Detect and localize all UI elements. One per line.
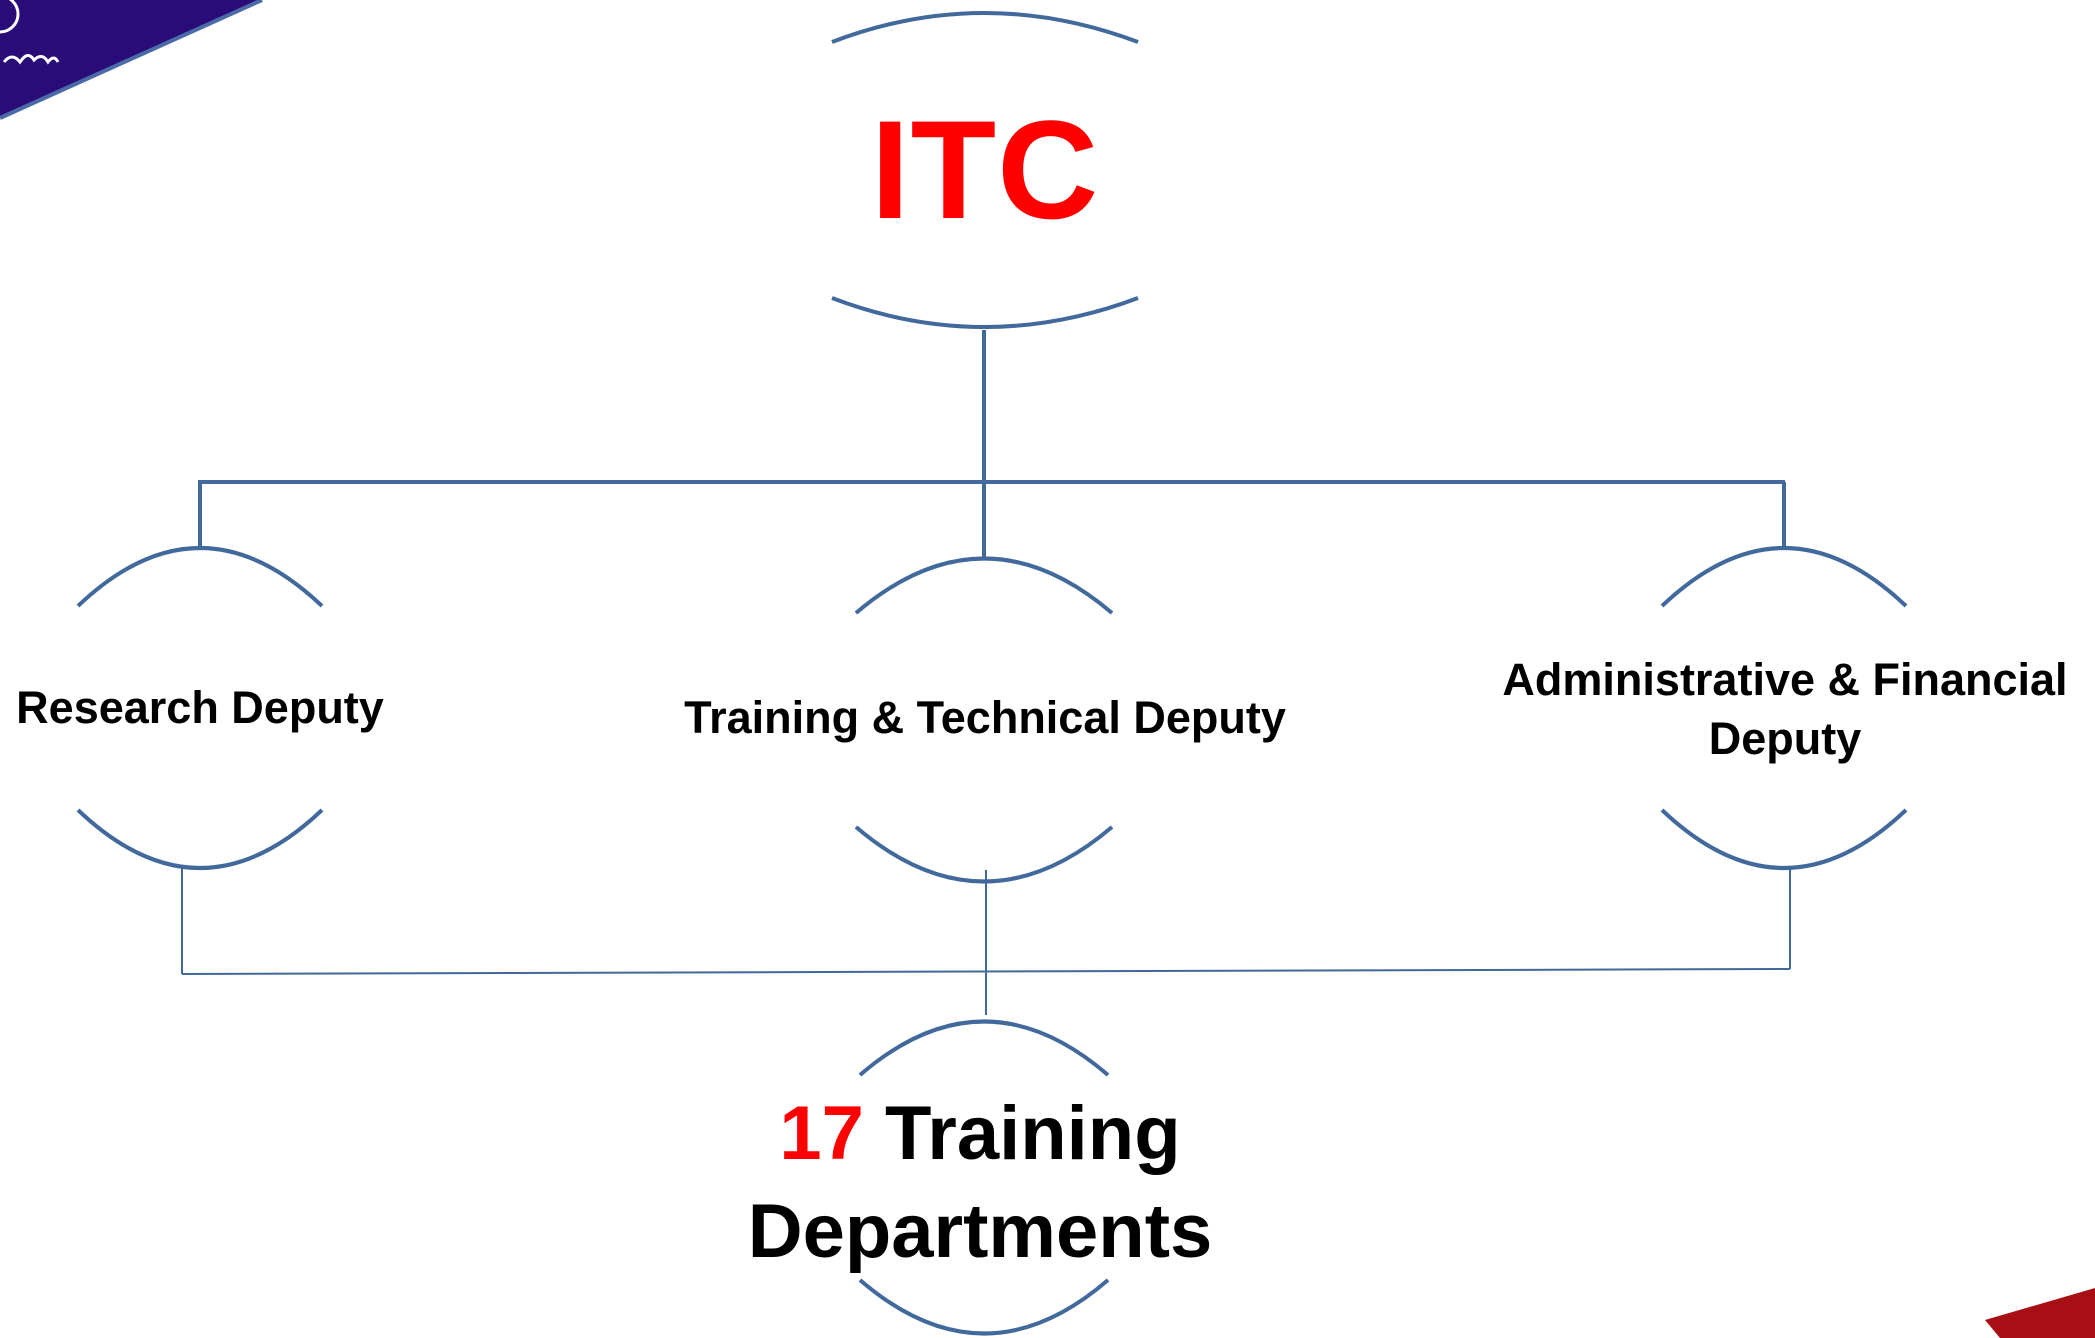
departments-count: 17 [779, 1091, 864, 1176]
departments-label: Training Departments [747, 1091, 1213, 1274]
research-deputy-label: Research Deputy [16, 682, 384, 733]
training-departments-node: 17 Training Departments [660, 1085, 1300, 1281]
research-node-top-arc [76, 546, 324, 608]
training-node-bottom-arc [854, 825, 1114, 884]
connector-lines [181, 330, 1791, 1015]
research-node-bottom-arc [76, 808, 324, 870]
root-node-bottom-arc [831, 296, 1139, 329]
logo-script-icon [2, 54, 60, 65]
training-technical-deputy-label: Training & Technical Deputy [684, 692, 1286, 743]
logo-banner [0, 0, 263, 120]
training-node-top-arc [854, 556, 1114, 615]
logo-emblem-icon [0, 0, 20, 34]
corner-ribbon [1985, 1288, 2095, 1338]
admin-node-bottom-arc [1660, 808, 1908, 870]
departments-node-top-arc [858, 1019, 1110, 1077]
root-node-top-arc [831, 11, 1139, 44]
administrative-financial-deputy-label: Administrative & Financial Deputy [1502, 654, 2068, 764]
node-brackets [76, 11, 1908, 1336]
admin-node-top-arc [1660, 546, 1908, 608]
departments-node-bottom-arc [858, 1278, 1110, 1336]
root-node-label: ITC [870, 91, 1100, 248]
